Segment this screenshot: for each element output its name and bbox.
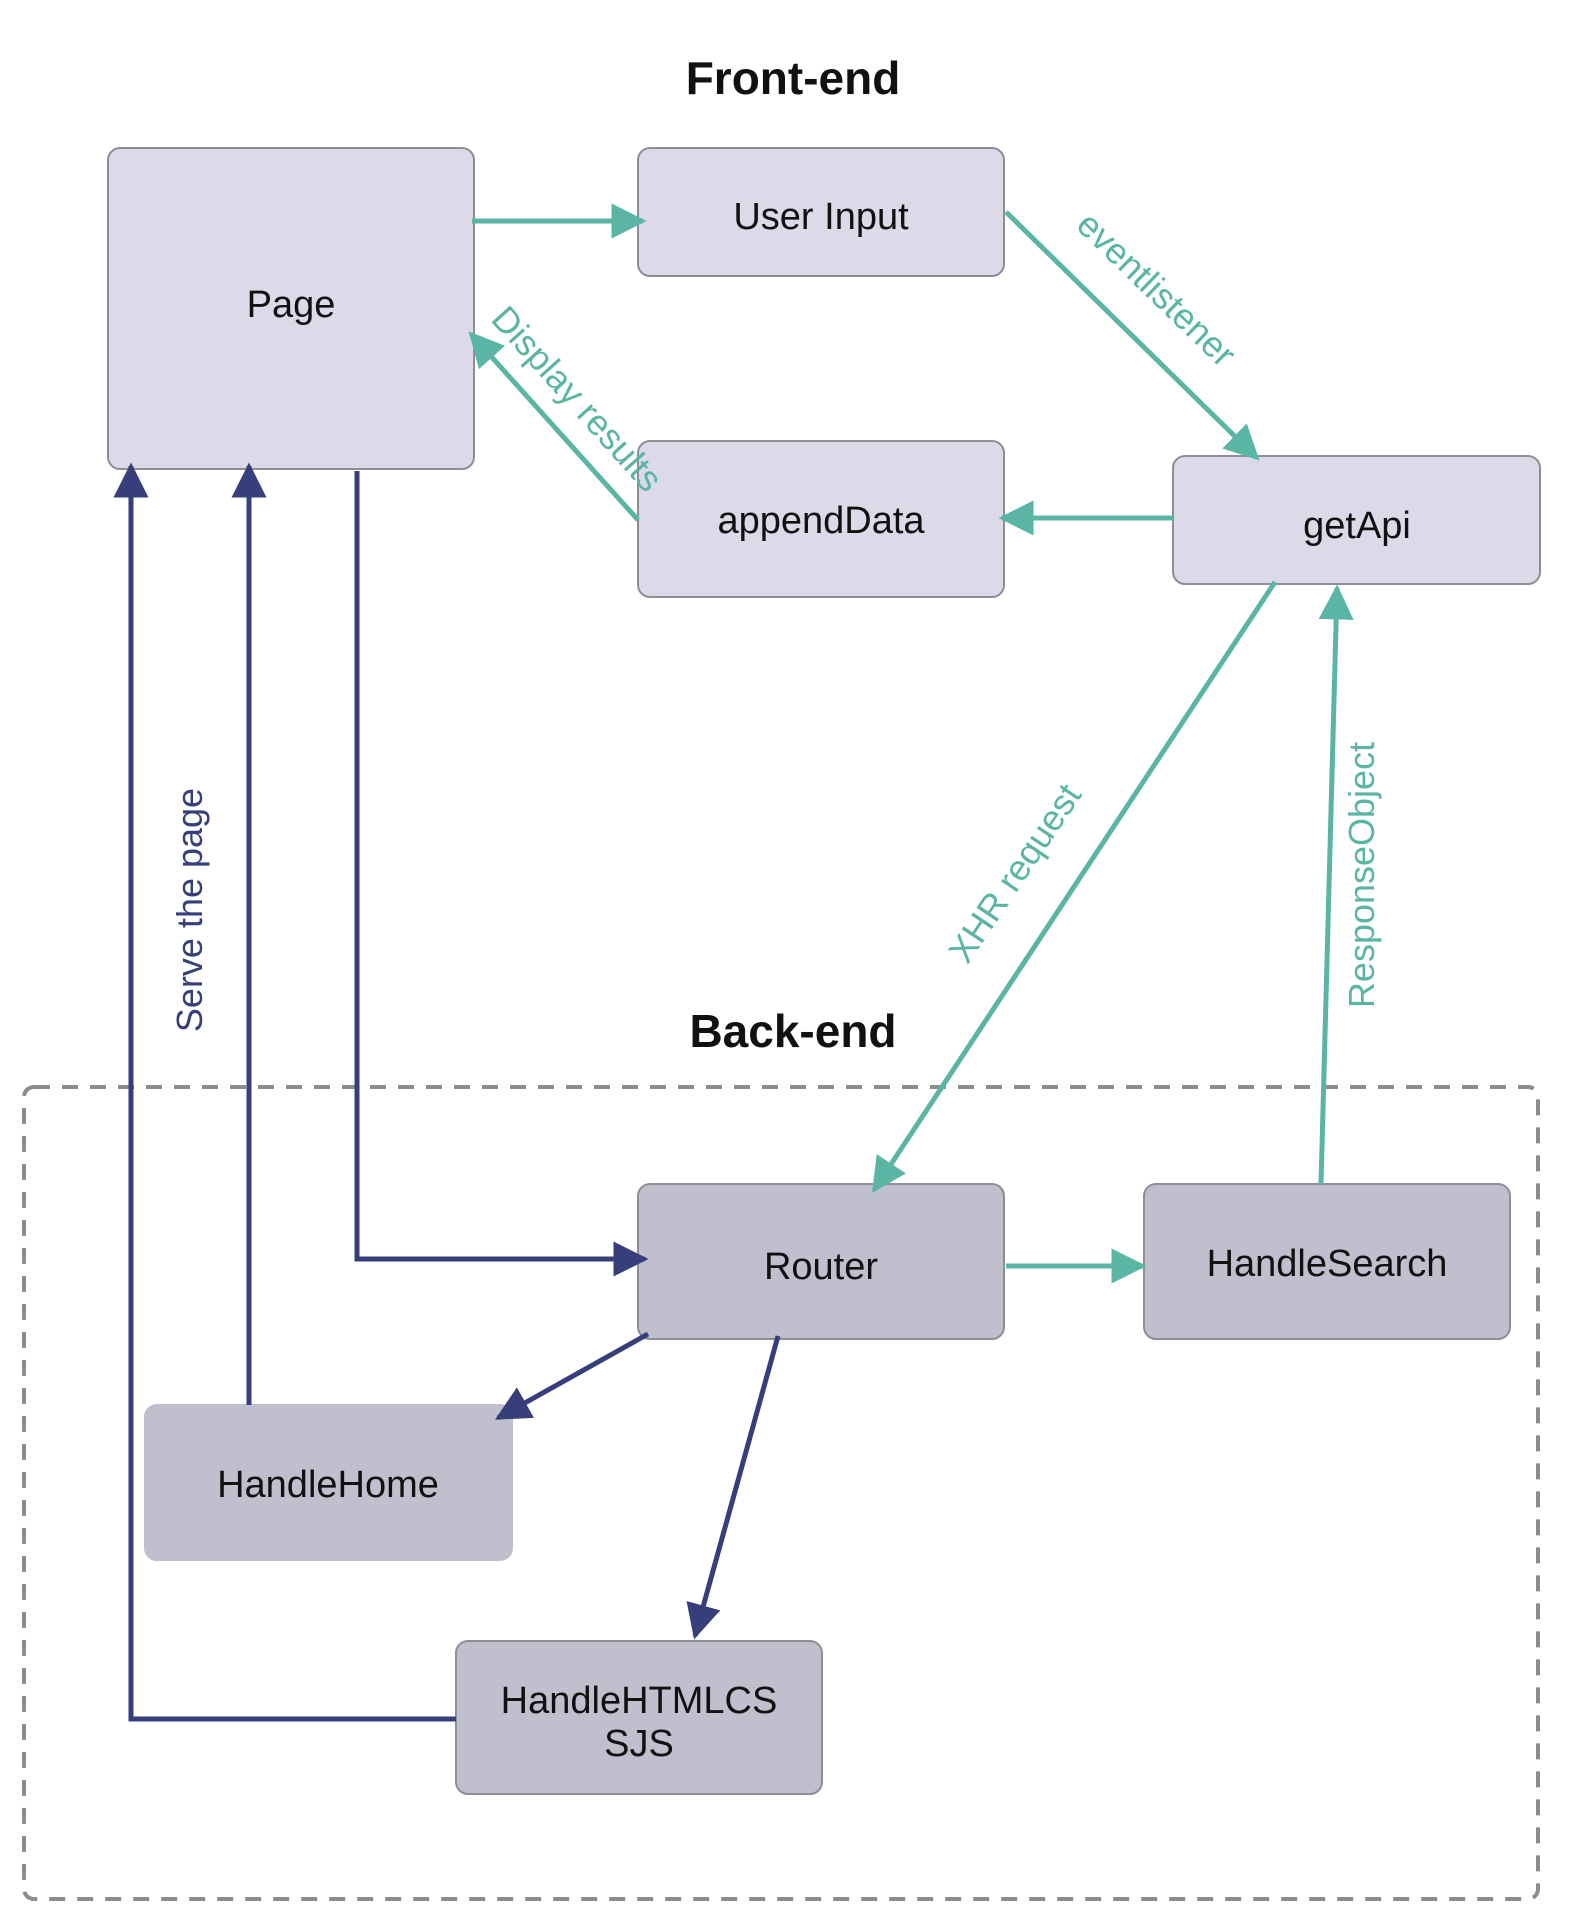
router-node-label: Router xyxy=(764,1246,878,1288)
edge-handle-htmlcssjs-to-page xyxy=(113,462,456,1722)
backend-heading: Back-end xyxy=(689,1005,896,1057)
xhr-request-label: XHR request xyxy=(940,776,1089,970)
append-data-node-label: appendData xyxy=(717,500,925,542)
handle-search-node-label: HandleSearch xyxy=(1207,1243,1448,1285)
edge-user-input-to-get-api xyxy=(1004,210,1260,461)
response-object-label: ResponseObject xyxy=(1341,742,1382,1008)
backend-cluster xyxy=(22,1085,1540,1901)
display-results-label: Display results xyxy=(484,298,671,499)
page-node-label: Page xyxy=(247,284,336,326)
handle-htmlcssjs-node-label-line1: HandleHTMLCS xyxy=(501,1680,778,1722)
edge-append-data-to-page xyxy=(468,331,640,522)
page-node[interactable] xyxy=(107,147,475,470)
user-input-node-label: User Input xyxy=(733,196,909,238)
handle-home-node-label: HandleHome xyxy=(217,1464,439,1506)
edge-get-api-to-router xyxy=(871,580,1278,1193)
edge-router-to-handle-htmlcssjs xyxy=(686,1335,781,1640)
edge-handle-search-to-get-api xyxy=(1318,584,1354,1185)
edge-page-to-router xyxy=(354,471,649,1277)
edge-router-to-handle-home xyxy=(494,1331,650,1421)
frontend-heading: Front-end xyxy=(686,52,901,104)
serve-the-page-label: Serve the page xyxy=(169,788,210,1032)
get-api-node-label: getApi xyxy=(1303,505,1411,547)
handle-htmlcssjs-node-label-line2: SJS xyxy=(604,1723,674,1765)
handle-home-node[interactable] xyxy=(144,1404,513,1561)
eventlistener-label: eventlistener xyxy=(1069,203,1244,374)
